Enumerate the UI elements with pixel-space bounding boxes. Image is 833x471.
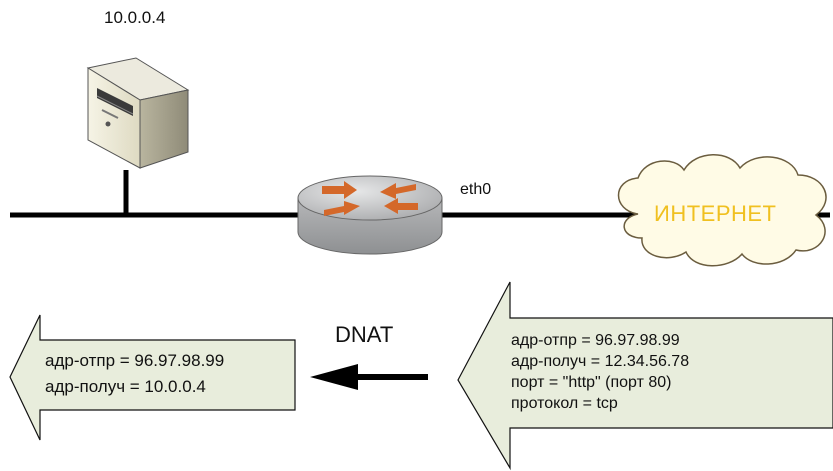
packet-after-destination: адр-получ = 10.0.0.4	[45, 377, 206, 396]
server-ip-label: 10.0.0.4	[104, 8, 166, 27]
packet-before-arrow	[457, 281, 833, 471]
internet-cloud	[617, 154, 827, 267]
internet-label: ИНТЕРНЕТ	[654, 201, 777, 226]
packet-before-destination: адр-получ = 12.34.56.78	[511, 353, 690, 370]
packet-before-text: адр-отпр = 96.97.98.99 адр-получ = 12.34…	[511, 330, 689, 414]
dnat-label: DNAT	[335, 322, 394, 347]
packet-before-port: порт = "http" (порт 80)	[511, 374, 672, 391]
packet-before-protocol: протокол = tcp	[511, 395, 618, 412]
packet-after-source: адр-отпр = 96.97.98.99	[45, 351, 225, 370]
router-interface-label: eth0	[460, 181, 492, 198]
server-icon	[86, 57, 190, 169]
packet-after-arrow	[9, 314, 296, 441]
packet-before-source: адр-отпр = 96.97.98.99	[511, 332, 680, 349]
packet-after-text: адр-отпр = 96.97.98.99 адр-получ = 10.0.…	[45, 348, 224, 400]
router-icon	[297, 175, 443, 255]
dnat-arrow	[310, 364, 428, 390]
